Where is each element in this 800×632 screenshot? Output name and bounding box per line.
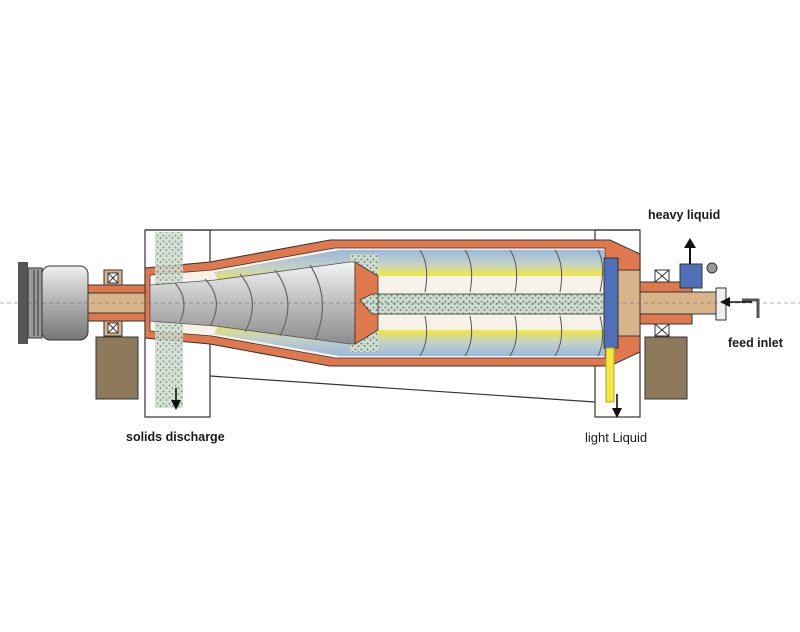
cylinder-flights [419, 249, 604, 357]
feed-tube [377, 293, 639, 315]
feed-inlet-label: feed inlet [728, 336, 783, 350]
left-support [95, 336, 139, 400]
solids-discharge-arrow [171, 388, 181, 410]
feed-chamber [354, 261, 379, 345]
solids-discharge-label: solids discharge [126, 430, 225, 444]
liquid-layer-top [378, 250, 604, 276]
heavy-liquid-arrow [684, 238, 696, 264]
light-liquid-stream [605, 347, 622, 418]
light-liquid-label: light Liquid [585, 430, 648, 445]
feed-inlet-pipe [720, 297, 760, 318]
left-bearing-assembly [87, 269, 149, 337]
screw-flights [174, 264, 323, 341]
right-support [644, 336, 688, 400]
liquid-layer-bottom [378, 330, 604, 356]
heavy-liquid-label: heavy liquid [648, 208, 721, 222]
